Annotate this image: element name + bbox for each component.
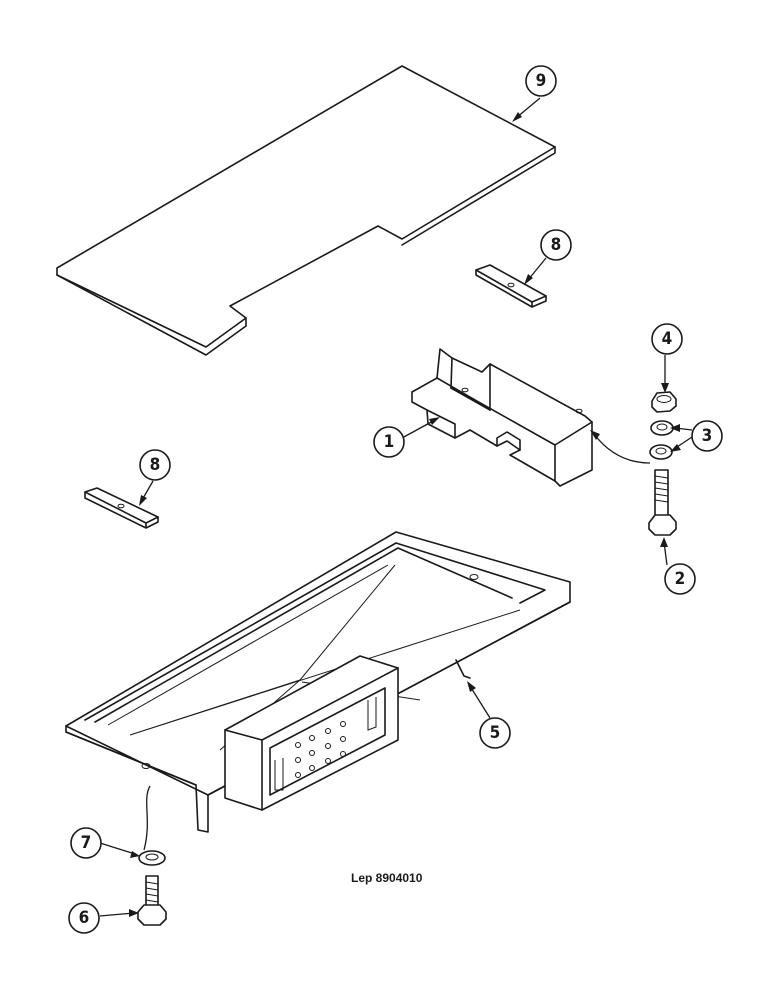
part-8-pad-left	[84, 487, 159, 529]
callout-9: 9	[525, 65, 557, 97]
callout-5: 5	[479, 717, 511, 749]
part-5-tray	[65, 531, 571, 833]
svg-text:6: 6	[79, 908, 90, 928]
part-3-washers	[649, 420, 674, 460]
callout-4: 4	[651, 323, 683, 355]
part-7-washer	[138, 850, 166, 866]
tray-hole-pattern	[295, 721, 346, 778]
part-8-pad-upper	[475, 264, 547, 308]
callout-1: 1	[373, 426, 405, 458]
part-1-bracket	[411, 348, 593, 487]
assembly-path-bracket	[593, 433, 651, 464]
assembly-path-tray	[143, 785, 151, 851]
drawing-reference-number: Lep 8904010	[351, 871, 423, 885]
svg-text:2: 2	[675, 569, 686, 589]
callout-7: 7	[70, 827, 102, 859]
svg-text:8: 8	[150, 455, 161, 475]
svg-text:4: 4	[662, 329, 673, 349]
part-2-bolt	[648, 469, 677, 536]
callout-8-upper: 8	[540, 229, 572, 261]
svg-text:9: 9	[536, 71, 547, 91]
callout-2: 2	[664, 563, 696, 595]
svg-text:5: 5	[490, 723, 501, 743]
svg-text:8: 8	[551, 235, 562, 255]
svg-text:1: 1	[384, 432, 395, 452]
callout-8-left: 8	[139, 449, 171, 481]
part-9-cover-plate	[56, 65, 556, 356]
callout-3: 3	[691, 420, 723, 452]
part-4-nut	[651, 391, 677, 413]
callout-6: 6	[68, 902, 100, 934]
part-6-bolt	[137, 875, 167, 926]
svg-text:7: 7	[81, 833, 92, 853]
svg-text:3: 3	[702, 426, 713, 446]
